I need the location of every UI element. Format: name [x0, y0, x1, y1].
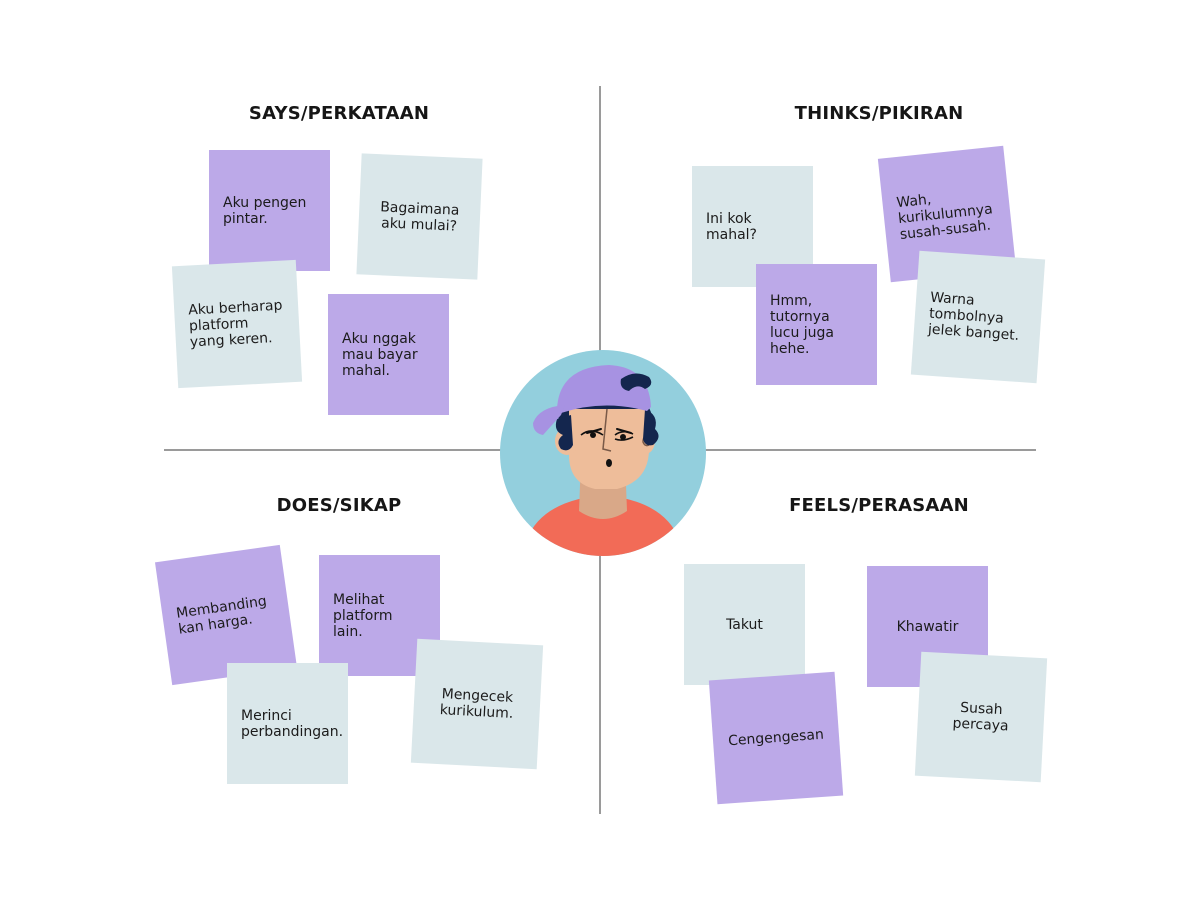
note-text: Susah percaya [952, 699, 1010, 735]
note-text: Khawatir [896, 618, 959, 635]
note-text: Bagaimana aku mulai? [379, 198, 460, 235]
note-text: Takut [726, 616, 763, 633]
sticky-note: Aku berharap platform yang keren. [171, 259, 303, 389]
note-text: Membanding kan harga. [175, 593, 268, 638]
note-text: Mengecek kurikulum. [439, 686, 514, 722]
note-text: Aku nggak mau bayar mahal. [342, 330, 418, 379]
feels-title: FEELS/PERASAAN [789, 495, 969, 516]
thinks-title: THINKS/PIKIRAN [794, 103, 964, 124]
sticky-note: Bagaimana aku mulai? [356, 153, 483, 280]
note-text: Wah, kurikulumnya susah-susah. [895, 191, 994, 243]
note-text: Hmm, tutornya lucu juga hehe. [770, 292, 835, 357]
note-text: Aku pengen pintar. [223, 194, 307, 227]
says-title: SAYS/PERKATAAN [248, 103, 430, 124]
sticky-note: Aku pengen pintar. [209, 150, 330, 271]
sticky-note: Cengengesan [708, 671, 844, 805]
sticky-note: Mengecek kurikulum. [410, 638, 544, 770]
sticky-note: Aku nggak mau bayar mahal. [328, 294, 449, 415]
note-text: Merinci perbandingan. [241, 707, 344, 740]
sticky-note: Susah percaya [914, 651, 1048, 783]
sticky-note: Warna tombolnya jelek banget. [910, 250, 1046, 384]
note-text: Melihat platform lain. [333, 591, 393, 640]
note-text: Warna tombolnya jelek banget. [927, 289, 1020, 344]
does-title: DOES/SIKAP [276, 495, 402, 516]
note-text: Ini kok mahal? [706, 210, 757, 243]
note-text: Aku berharap platform yang keren. [187, 297, 283, 351]
sticky-note: Merinci perbandingan. [227, 663, 348, 784]
note-text: Cengengesan [727, 726, 825, 750]
sticky-note: Hmm, tutornya lucu juga hehe. [756, 264, 877, 385]
persona-avatar-icon [500, 350, 706, 556]
sticky-note: Takut [684, 564, 805, 685]
